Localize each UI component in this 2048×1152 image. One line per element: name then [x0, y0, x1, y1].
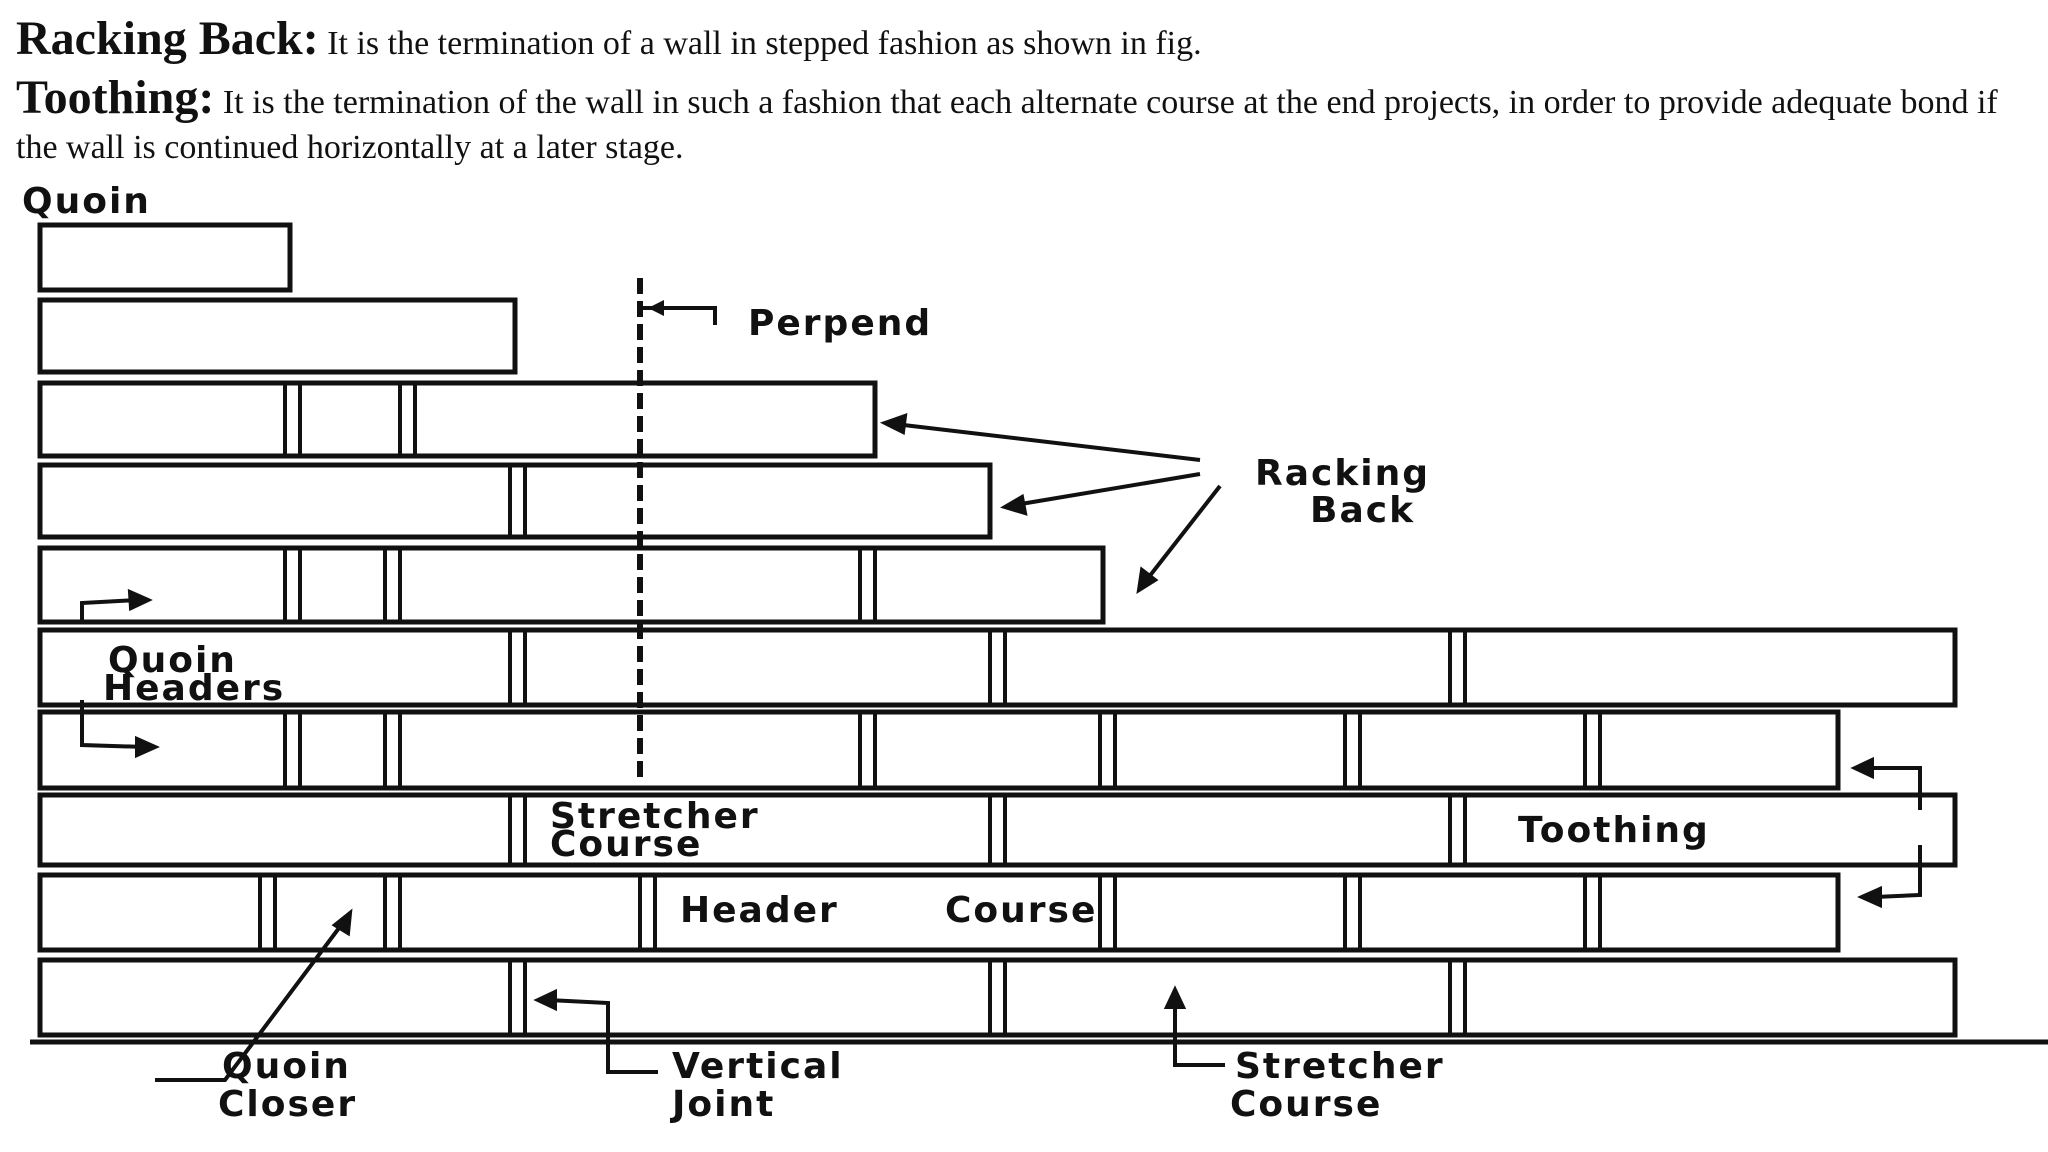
vertical-joint-label-1: Vertical: [672, 1046, 844, 1087]
quoin-label: Quoin: [22, 181, 151, 222]
toothing-definition: Toothing: It is the termination of the w…: [16, 69, 2026, 169]
racking-back-arrows: [879, 413, 1222, 594]
toothing-term: Toothing:: [16, 70, 215, 124]
stretcher-course-bottom-label-1: Stretcher: [1235, 1046, 1445, 1087]
stretcher-course-mid-label-1: Stretcher: [550, 796, 760, 837]
quoin-closer-label-2: Closer: [218, 1084, 357, 1125]
brick-course-7: [37, 709, 1841, 791]
back-label: Back: [1310, 490, 1415, 531]
brick-course-5: [37, 545, 1106, 625]
vertical-joint-leader: [533, 988, 658, 1074]
vertical-joints: [258, 383, 1602, 1035]
definitions: Racking Back: It is the termination of a…: [16, 10, 2026, 171]
vertical-joint-label-2: Joint: [669, 1084, 775, 1125]
stretcher-course-bottom-label-2: Course: [1230, 1084, 1382, 1125]
stretcher-course-mid-label-2: Course: [550, 824, 702, 865]
brick-course-3: [37, 380, 878, 459]
perpend-label: Perpend: [748, 303, 932, 344]
racking-back-term: Racking Back:: [16, 12, 319, 65]
toothing-label: Toothing: [1518, 810, 1710, 851]
brick-course-6: [37, 627, 1958, 708]
header-label: Header: [680, 890, 839, 931]
brick-course-9: [37, 872, 1841, 953]
brick-course-2: [37, 297, 518, 375]
quoin-closer-leader: [155, 908, 353, 1082]
racking-back-text: It is the termination of a wall in stepp…: [327, 25, 1202, 62]
quoin-closer-label-1: Quoin: [222, 1046, 351, 1087]
brick-course-4: [37, 462, 993, 540]
brick-course-8: [37, 792, 1958, 868]
perpend-arrow-icon: [648, 300, 664, 316]
course-label: Course: [945, 890, 1097, 931]
perpend-leader: [640, 306, 717, 325]
brick-course-10: [37, 957, 1958, 1038]
quoin-headers-label-2: Headers: [103, 668, 285, 709]
quoin-headers-bracket: [80, 588, 160, 759]
racking-back-definition: Racking Back: It is the termination of a…: [16, 10, 2026, 69]
brick-courses: [37, 222, 1958, 1038]
stretcher-course-leader: [1163, 985, 1225, 1067]
brick-course-1: [37, 222, 293, 293]
toothing-text: It is the termination of the wall in suc…: [16, 83, 1998, 167]
quoin-headers-label-1: Quoin: [108, 640, 237, 681]
toothing-bracket: [1850, 756, 1922, 909]
racking-label: Racking: [1255, 453, 1430, 494]
